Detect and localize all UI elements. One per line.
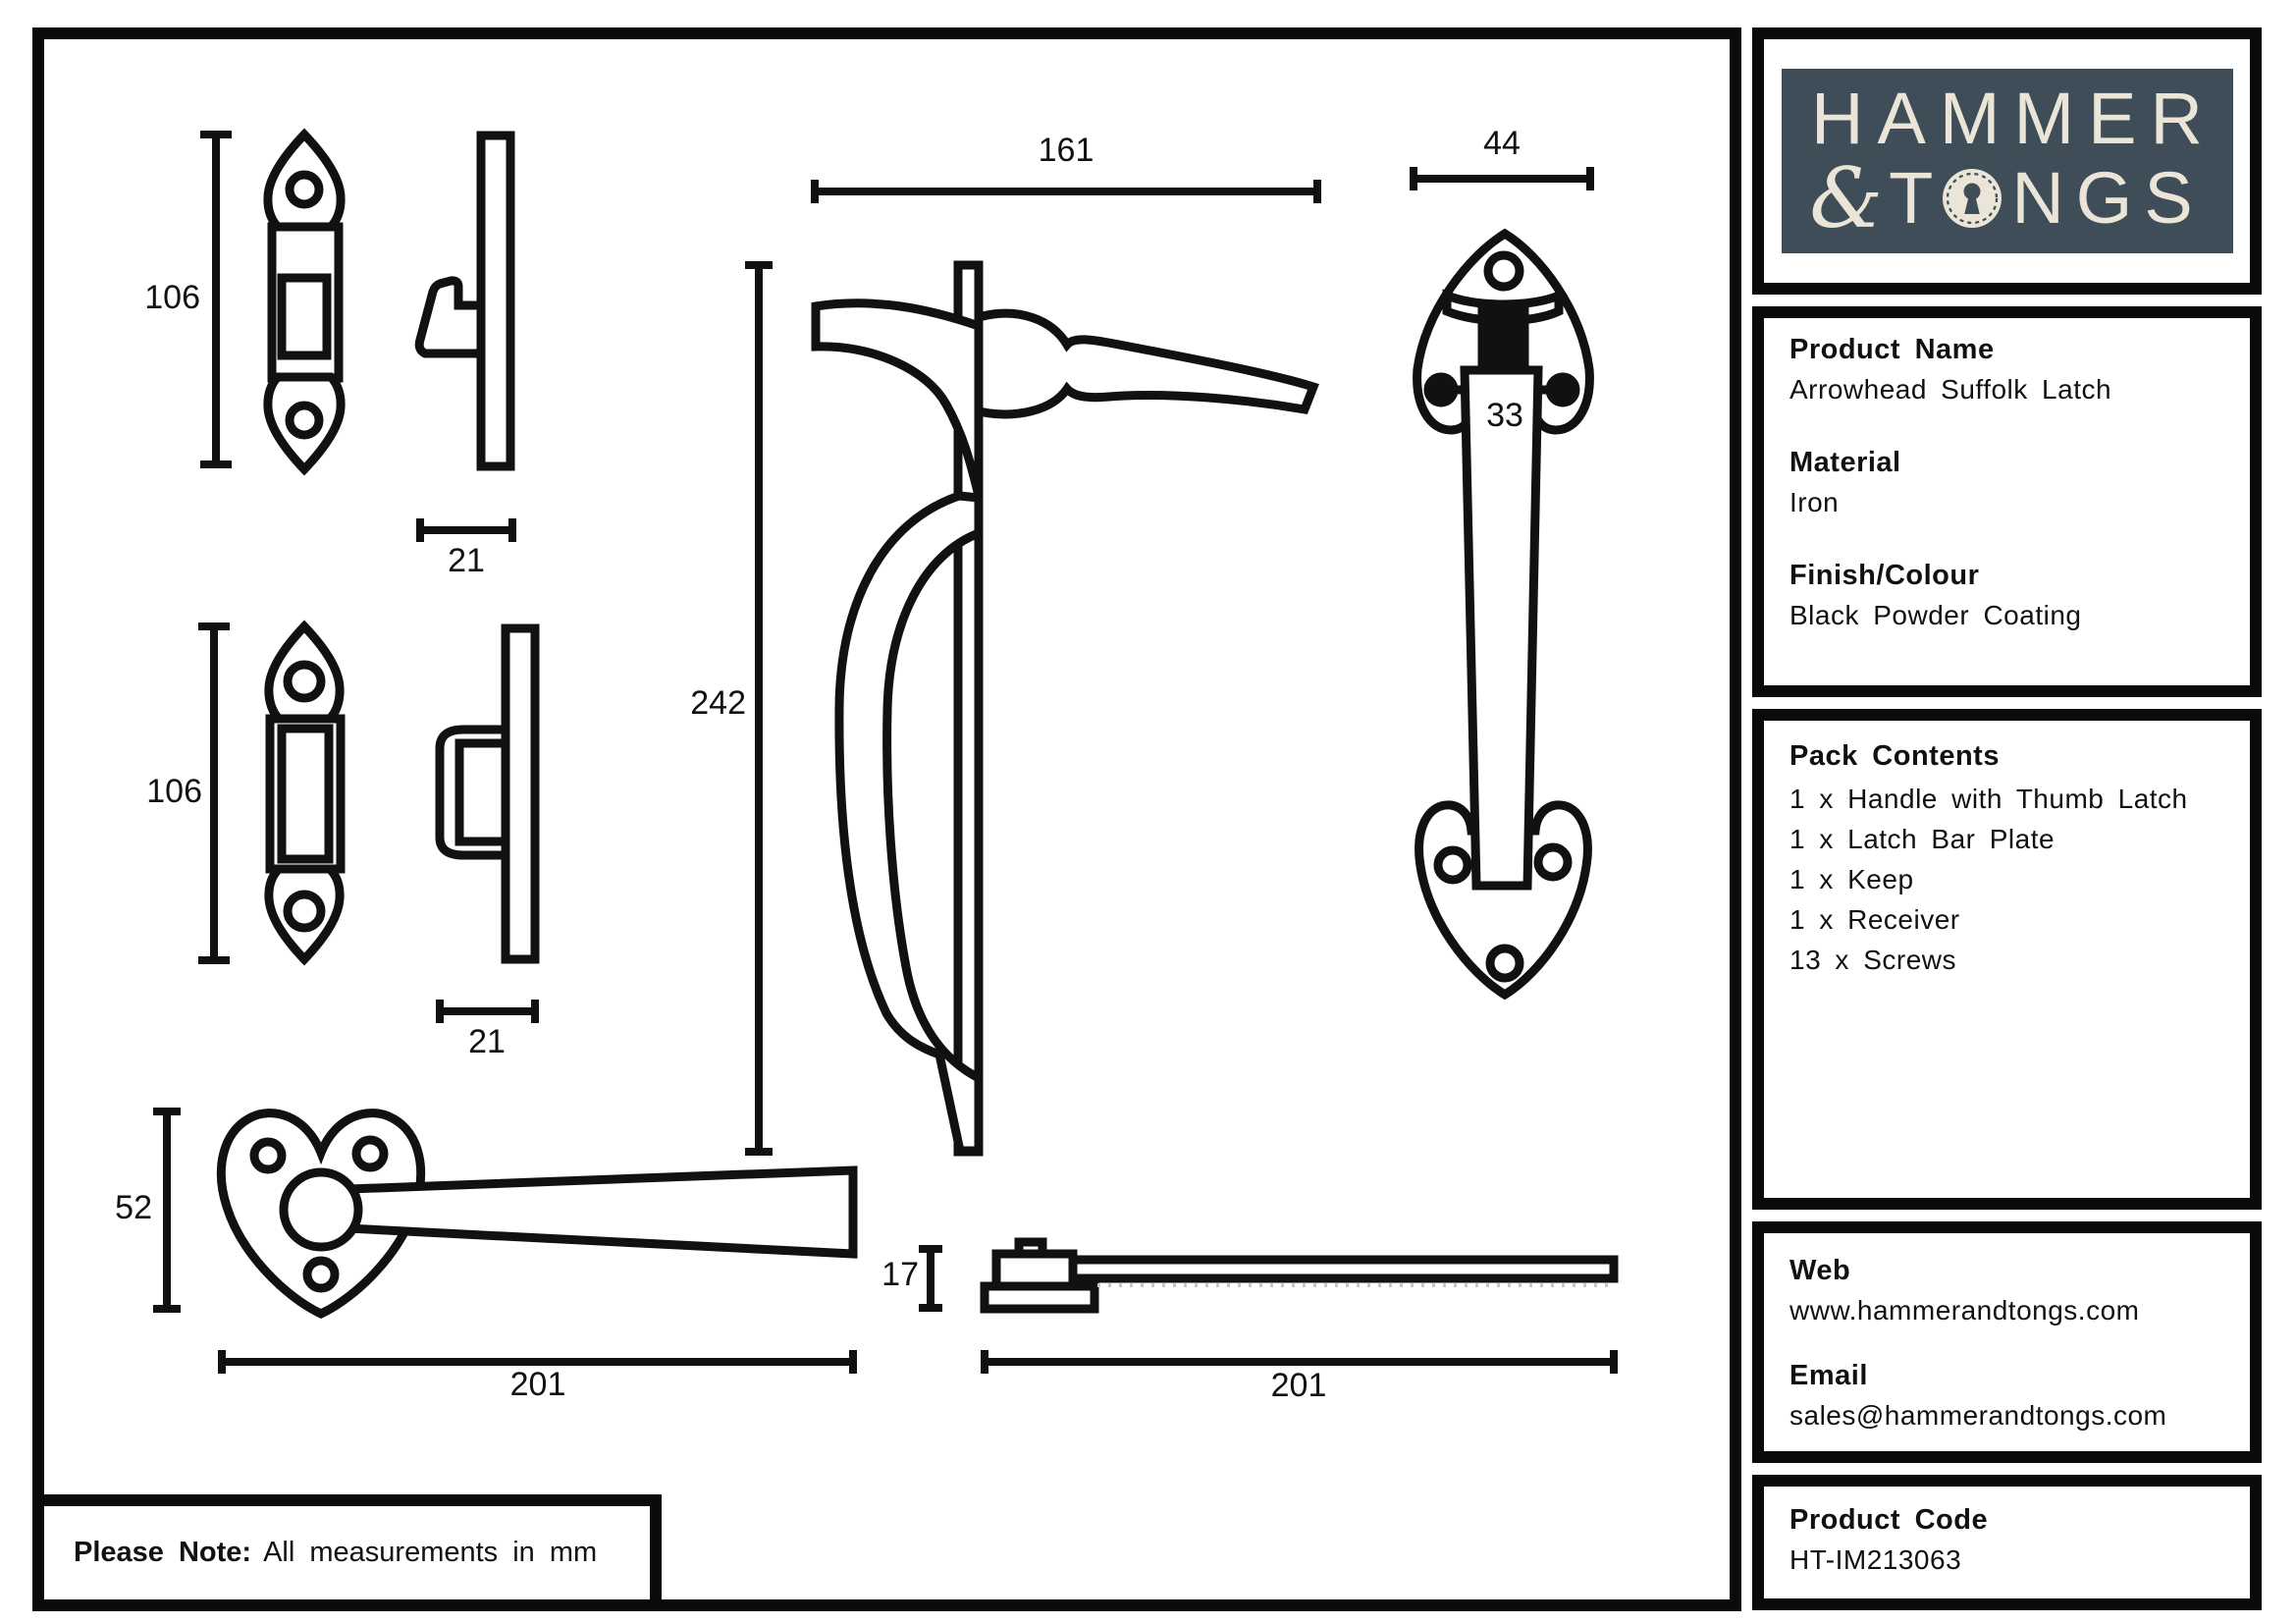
- finish-value: Black Powder Coating: [1789, 600, 2082, 630]
- handle-side-view: [745, 180, 1321, 1157]
- dim-bar-length: 201: [1270, 1367, 1327, 1404]
- pack-contents-label: Pack Contents: [1789, 740, 2000, 772]
- web-label: Web: [1789, 1255, 1851, 1286]
- pack-item: 1 x Receiver: [1789, 904, 1960, 935]
- dim-receiver-depth: 21: [468, 1023, 506, 1060]
- latch-bar-side-view: [919, 1237, 1619, 1374]
- dim-handle-front-width: 44: [1483, 125, 1521, 162]
- keyhole-icon: [1943, 169, 2002, 228]
- dim-keep-height: 106: [144, 279, 200, 316]
- handle-front-view: [1410, 167, 1594, 1001]
- note-label: Please Note:: [74, 1537, 252, 1568]
- product-code-label: Product Code: [1789, 1504, 1989, 1536]
- product-name-section: Product Name Arrowhead Suffolk Latch: [1789, 334, 2224, 406]
- logo-word-hammer: HAMMER: [1811, 78, 2216, 159]
- logo-ampersand: &: [1809, 150, 1884, 246]
- pack-item: 13 x Screws: [1789, 945, 1956, 975]
- keep-side-view: [414, 131, 516, 542]
- product-code-value: HT-IM213063: [1789, 1544, 1962, 1575]
- email-label: Email: [1789, 1360, 1868, 1391]
- dim-receiver-height: 106: [146, 773, 202, 810]
- brand-logo-box: HAMMER & T NGS: [1752, 27, 2262, 295]
- dim-handle-screw-spacing: 33: [1486, 397, 1523, 434]
- pack-contents-box: Pack Contents 1 x Handle with Thumb Latc…: [1752, 709, 2262, 1210]
- material-label: Material: [1789, 447, 1901, 478]
- dim-bar-height: 17: [881, 1256, 919, 1293]
- latch-bar-plate-view: [153, 1108, 858, 1374]
- measurements-note: Please Note: All measurements in mm: [32, 1494, 662, 1611]
- receiver-side-view: [435, 623, 540, 1023]
- email-section: Email sales@hammerandtongs.com: [1789, 1360, 2224, 1432]
- product-info-box: Product Name Arrowhead Suffolk Latch Mat…: [1752, 306, 2262, 697]
- logo-letter-t: T: [1889, 157, 1946, 239]
- dim-plate-length: 201: [509, 1366, 566, 1403]
- note-text: All measurements in mm: [263, 1537, 598, 1568]
- pack-item: 1 x Keep: [1789, 864, 1914, 894]
- dim-plate-height: 52: [115, 1189, 152, 1226]
- dim-handle-height: 242: [690, 684, 746, 722]
- receiver-front-view: [198, 620, 346, 966]
- hammer-and-tongs-logo: HAMMER & T NGS: [1781, 69, 2233, 253]
- pack-item: 1 x Latch Bar Plate: [1789, 824, 2056, 854]
- dim-keep-depth: 21: [448, 542, 485, 579]
- logo-word-tongs: & T NGS: [1809, 157, 2204, 240]
- product-name-value: Arrowhead Suffolk Latch: [1789, 374, 2112, 405]
- logo-letters-ngs: NGS: [2011, 157, 2205, 239]
- material-section: Material Iron: [1789, 447, 2224, 518]
- pack-contents-list: 1 x Handle with Thumb Latch 1 x Latch Ba…: [1789, 779, 2224, 980]
- finish-label: Finish/Colour: [1789, 560, 1980, 591]
- product-name-label: Product Name: [1789, 334, 1995, 365]
- material-value: Iron: [1789, 487, 1840, 517]
- contact-box: Web www.hammerandtongs.com Email sales@h…: [1752, 1221, 2262, 1463]
- dim-handle-width: 161: [1038, 132, 1095, 169]
- web-section: Web www.hammerandtongs.com: [1789, 1255, 2224, 1326]
- pack-item: 1 x Handle with Thumb Latch: [1789, 784, 2188, 814]
- email-value: sales@hammerandtongs.com: [1789, 1400, 2167, 1431]
- web-value: www.hammerandtongs.com: [1789, 1295, 2140, 1326]
- keep-front-view: [200, 128, 346, 476]
- finish-section: Finish/Colour Black Powder Coating: [1789, 560, 2224, 631]
- product-code-box: Product Code HT-IM213063: [1752, 1475, 2262, 1610]
